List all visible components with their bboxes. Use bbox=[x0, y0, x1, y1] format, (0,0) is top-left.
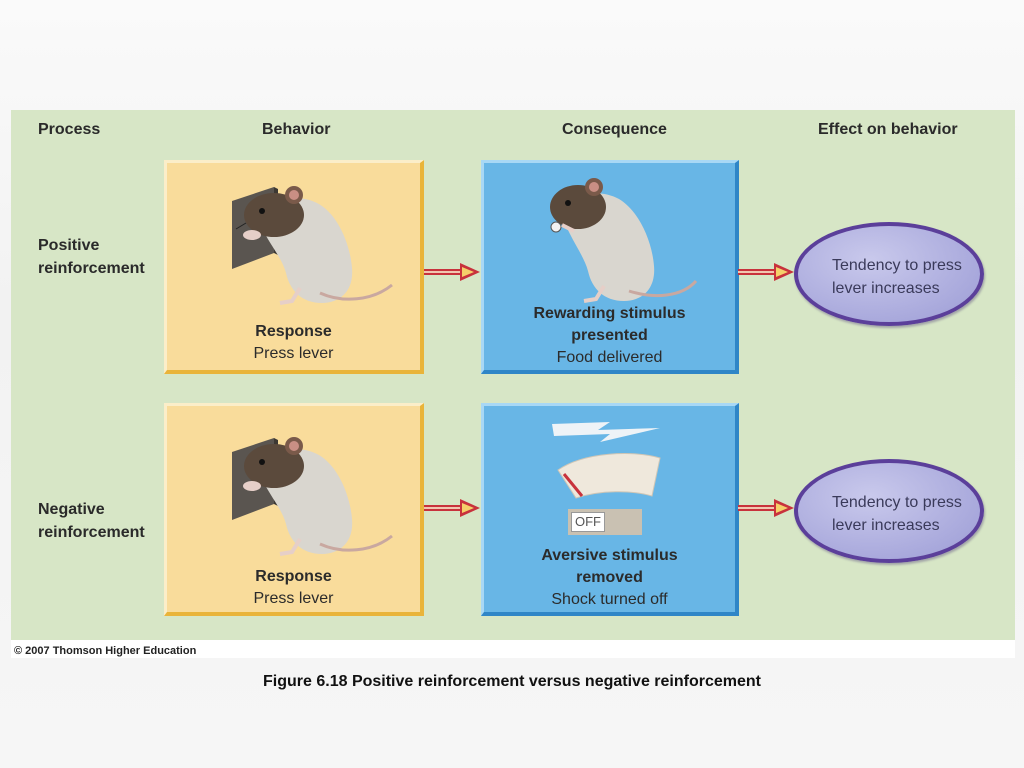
effect-line2: lever increases bbox=[832, 517, 940, 534]
consequence-box-positive: Rewarding stimulus presented Food delive… bbox=[481, 160, 739, 374]
header-effect: Effect on behavior bbox=[818, 121, 958, 138]
rat-eating-food-icon bbox=[550, 178, 698, 303]
consequence-title-line2: presented bbox=[571, 327, 648, 344]
header-behavior: Behavior bbox=[262, 121, 331, 138]
behavior-caption: Response Press lever bbox=[167, 321, 420, 365]
behavior-title: Response bbox=[255, 568, 332, 585]
row-label-positive: Positive reinforcement bbox=[38, 234, 145, 280]
consequence-caption: Rewarding stimulus presented Food delive… bbox=[484, 303, 735, 369]
effect-ellipse-positive: Tendency to press lever increases bbox=[794, 222, 984, 326]
arrow-right-icon bbox=[424, 263, 480, 281]
header-process: Process bbox=[38, 121, 101, 138]
row-label-line1: Negative bbox=[38, 501, 105, 518]
consequence-detail: Shock turned off bbox=[551, 591, 668, 608]
arrow-right-icon bbox=[424, 499, 480, 517]
behavior-box-negative: Response Press lever bbox=[164, 403, 424, 616]
effect-text: Tendency to press lever increases bbox=[832, 254, 962, 300]
consequence-title-line1: Aversive stimulus bbox=[541, 547, 678, 564]
arrow-right-icon bbox=[738, 499, 794, 517]
power-switch: OFF bbox=[568, 509, 642, 535]
consequence-box-negative: OFF Aversive stimulus removed Shock turn… bbox=[481, 403, 739, 616]
shock-meter-icon bbox=[557, 453, 661, 499]
rat-pressing-lever-icon bbox=[232, 437, 393, 556]
copyright-strip bbox=[11, 640, 1015, 658]
effect-ellipse-negative: Tendency to press lever increases bbox=[794, 459, 984, 563]
lightning-bolt-icon bbox=[552, 422, 660, 442]
header-consequence: Consequence bbox=[562, 121, 667, 138]
rat-pressing-lever-icon bbox=[232, 186, 393, 305]
behavior-detail: Press lever bbox=[253, 590, 334, 607]
behavior-title: Response bbox=[255, 323, 332, 340]
effect-line1: Tendency to press bbox=[832, 494, 962, 511]
switch-off-label: OFF bbox=[571, 512, 605, 532]
row-label-line2: reinforcement bbox=[38, 260, 145, 277]
row-label-negative: Negative reinforcement bbox=[38, 498, 145, 544]
behavior-caption: Response Press lever bbox=[167, 566, 420, 610]
behavior-detail: Press lever bbox=[253, 345, 334, 362]
consequence-title-line1: Rewarding stimulus bbox=[533, 305, 686, 322]
effect-line2: lever increases bbox=[832, 280, 940, 297]
arrow-right-icon bbox=[738, 263, 794, 281]
figure-caption: Figure 6.18 Positive reinforcement versu… bbox=[263, 673, 761, 690]
row-label-line1: Positive bbox=[38, 237, 100, 254]
behavior-box-positive: Response Press lever bbox=[164, 160, 424, 374]
row-label-line2: reinforcement bbox=[38, 524, 145, 541]
effect-line1: Tendency to press bbox=[832, 257, 962, 274]
copyright-text: © 2007 Thomson Higher Education bbox=[14, 645, 197, 657]
consequence-detail: Food delivered bbox=[556, 349, 663, 366]
effect-text: Tendency to press lever increases bbox=[832, 491, 962, 537]
consequence-caption: Aversive stimulus removed Shock turned o… bbox=[484, 545, 735, 611]
consequence-title-line2: removed bbox=[576, 569, 643, 586]
